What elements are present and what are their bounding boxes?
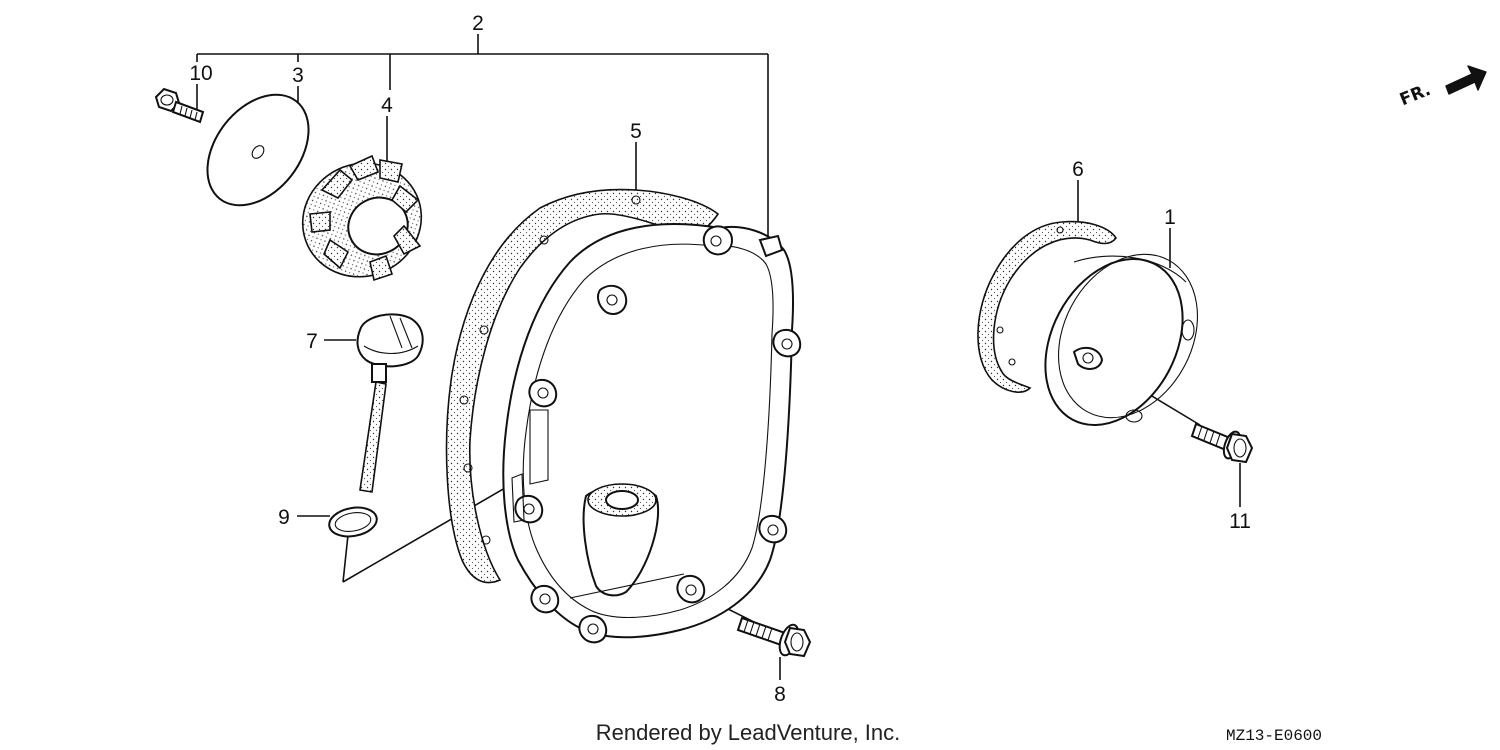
gasket-part-6 [977,220,1117,393]
side-cover-part-2 [502,223,802,644]
bolt-part-10 [154,87,205,124]
cap-part-1 [1044,253,1199,426]
callout-3[interactable]: 3 [292,64,304,87]
callout-numbers: 1 2 3 4 5 6 7 8 9 10 11 [189,12,1251,706]
callout-6[interactable]: 6 [1072,158,1084,181]
callout-1[interactable]: 1 [1164,206,1176,229]
callout-9[interactable]: 9 [278,506,290,529]
callout-5[interactable]: 5 [630,120,642,143]
callout-4[interactable]: 4 [381,94,393,117]
o-ring-part-9 [328,506,378,538]
plate-part-3 [206,93,310,207]
callout-2[interactable]: 2 [472,12,484,35]
front-direction-label: FR. [1397,80,1434,110]
bolt-part-8 [736,616,812,658]
dipstick-part-7 [356,313,424,493]
callout-8[interactable]: 8 [774,683,786,706]
callout-7[interactable]: 7 [306,330,318,353]
bolt-part-11 [1190,422,1254,464]
front-direction-indicator: FR. [1397,65,1487,110]
callout-10[interactable]: 10 [189,62,212,85]
callout-11[interactable]: 11 [1229,510,1251,533]
footer-credit: Rendered by LeadVenture, Inc. [596,720,901,745]
diagram-code: MZ13-E0600 [1226,727,1322,745]
rotor-part-4 [301,154,423,282]
front-arrow-icon [1445,65,1487,95]
